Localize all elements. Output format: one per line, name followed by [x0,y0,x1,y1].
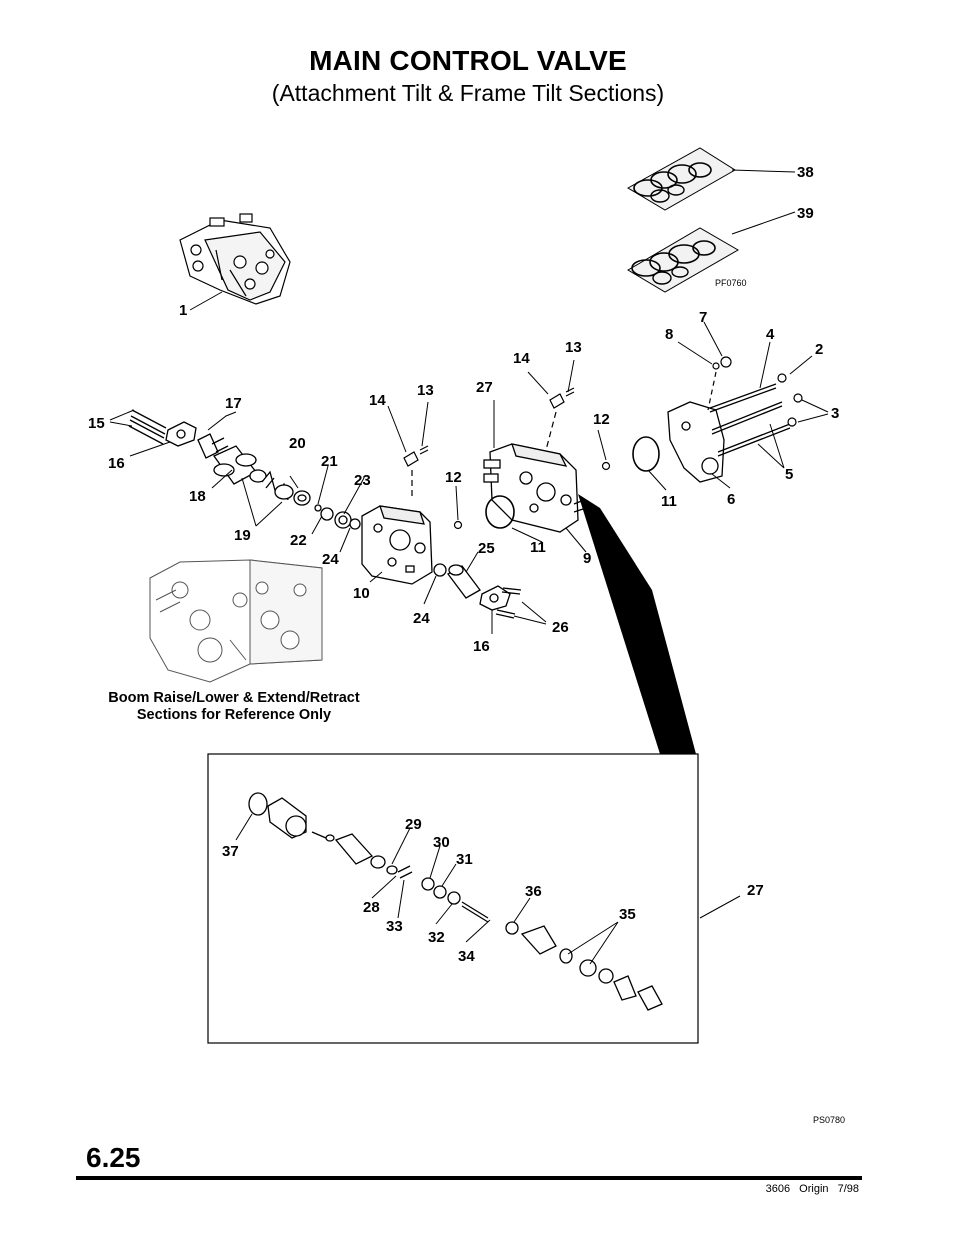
callout-14b: 14 [513,350,530,367]
fitting-14-13-right [545,387,575,451]
callout-37: 37 [222,843,239,860]
callout-32: 32 [428,929,445,946]
footer-rule [76,1176,862,1180]
page-title: MAIN CONTROL VALVE [309,45,627,76]
leader-lines [109,169,829,965]
callout-39: 39 [797,205,814,222]
sleeve-18 [213,445,257,485]
callout-5: 5 [785,466,793,483]
callout-labels: 1 2 3 4 5 6 7 8 9 10 11 11 12 12 13 13 1… [88,164,839,965]
callout-30: 30 [433,834,450,851]
plug-12-center [453,520,463,530]
cap-16b [479,585,511,611]
callout-11a: 11 [530,539,546,556]
callout-20: 20 [289,435,306,452]
detail-box [207,753,699,1044]
callout-18: 18 [189,488,206,505]
callout-4: 4 [766,326,775,343]
tie-rods-4-5 [709,383,791,457]
seal-11-center [485,495,515,529]
callout-27a: 27 [476,379,493,396]
callout-8: 8 [665,326,673,343]
detail-parts [248,792,663,1011]
callout-13b: 13 [565,339,582,356]
callout-28: 28 [363,899,380,916]
seal-23 [334,511,361,530]
page-subtitle: (Attachment Tilt & Frame Tilt Sections) [271,80,665,106]
callout-11b: 11 [661,493,677,510]
fitting-14-13-center [403,445,429,500]
cap-16 [165,421,197,447]
callout-25: 25 [478,540,495,557]
spring-20 [249,469,294,501]
valve-section-9 [483,443,587,533]
callout-3: 3 [831,405,839,422]
callout-38: 38 [797,164,814,181]
seal-24 [433,563,447,577]
callout-13a: 13 [417,382,434,399]
callout-12b: 12 [593,411,610,428]
seal-kit-39 [627,227,740,293]
nuts-2-3 [777,373,803,427]
reference-note-line2: Sections for Reference Only [136,707,332,723]
callout-17: 17 [225,395,242,412]
callout-31: 31 [456,851,473,868]
callout-1: 1 [179,302,187,319]
end-cover-6 [667,401,725,483]
callout-22: 22 [290,532,307,549]
callout-9: 9 [583,550,591,567]
callout-21: 21 [321,453,338,470]
sleeve-25 [447,564,481,599]
callout-19: 19 [234,527,251,544]
callout-16b: 16 [473,638,490,655]
detail-zoom-wedge [578,494,696,754]
callout-26: 26 [552,619,569,636]
valve-section-10 [361,505,433,585]
kit-code: PF0760 [715,278,747,288]
callout-23: 23 [354,472,371,489]
callout-16a: 16 [108,455,125,472]
rods-15 [128,409,167,445]
retainer-21 [293,490,311,506]
callout-33: 33 [386,918,403,935]
valve-assembly-1 [179,213,291,305]
callout-10: 10 [353,585,370,602]
spool-17 [197,433,229,459]
reference-note: Boom Raise/Lower & Extend/Retract Sectio… [94,690,374,724]
reference-note-line1: Boom Raise/Lower & Extend/Retract [108,690,360,706]
callout-15: 15 [88,415,105,432]
callout-27b: 27 [747,882,764,899]
callout-36: 36 [525,883,542,900]
doc-info: 3606 Origin 7/98 [765,1183,859,1195]
callout-2: 2 [815,341,823,358]
callout-12a: 12 [445,469,462,486]
reference-boom-sections [149,559,323,683]
figure-code: PS0780 [813,1115,845,1125]
callout-24b: 24 [413,610,430,627]
screws-26 [495,587,522,619]
seal-kit-38 [626,147,736,211]
fitting-7-8 [707,356,732,411]
plug-12-right [601,461,611,471]
callout-24a: 24 [322,551,339,568]
callout-6: 6 [727,491,735,508]
washer-22 [314,504,334,521]
seal-11-right [632,436,660,472]
callout-34: 34 [458,948,475,965]
callout-29: 29 [405,816,422,833]
callout-7: 7 [699,309,707,326]
callout-14a: 14 [369,392,386,409]
page-number: 6.25 [86,1142,141,1173]
callout-35: 35 [619,906,636,923]
